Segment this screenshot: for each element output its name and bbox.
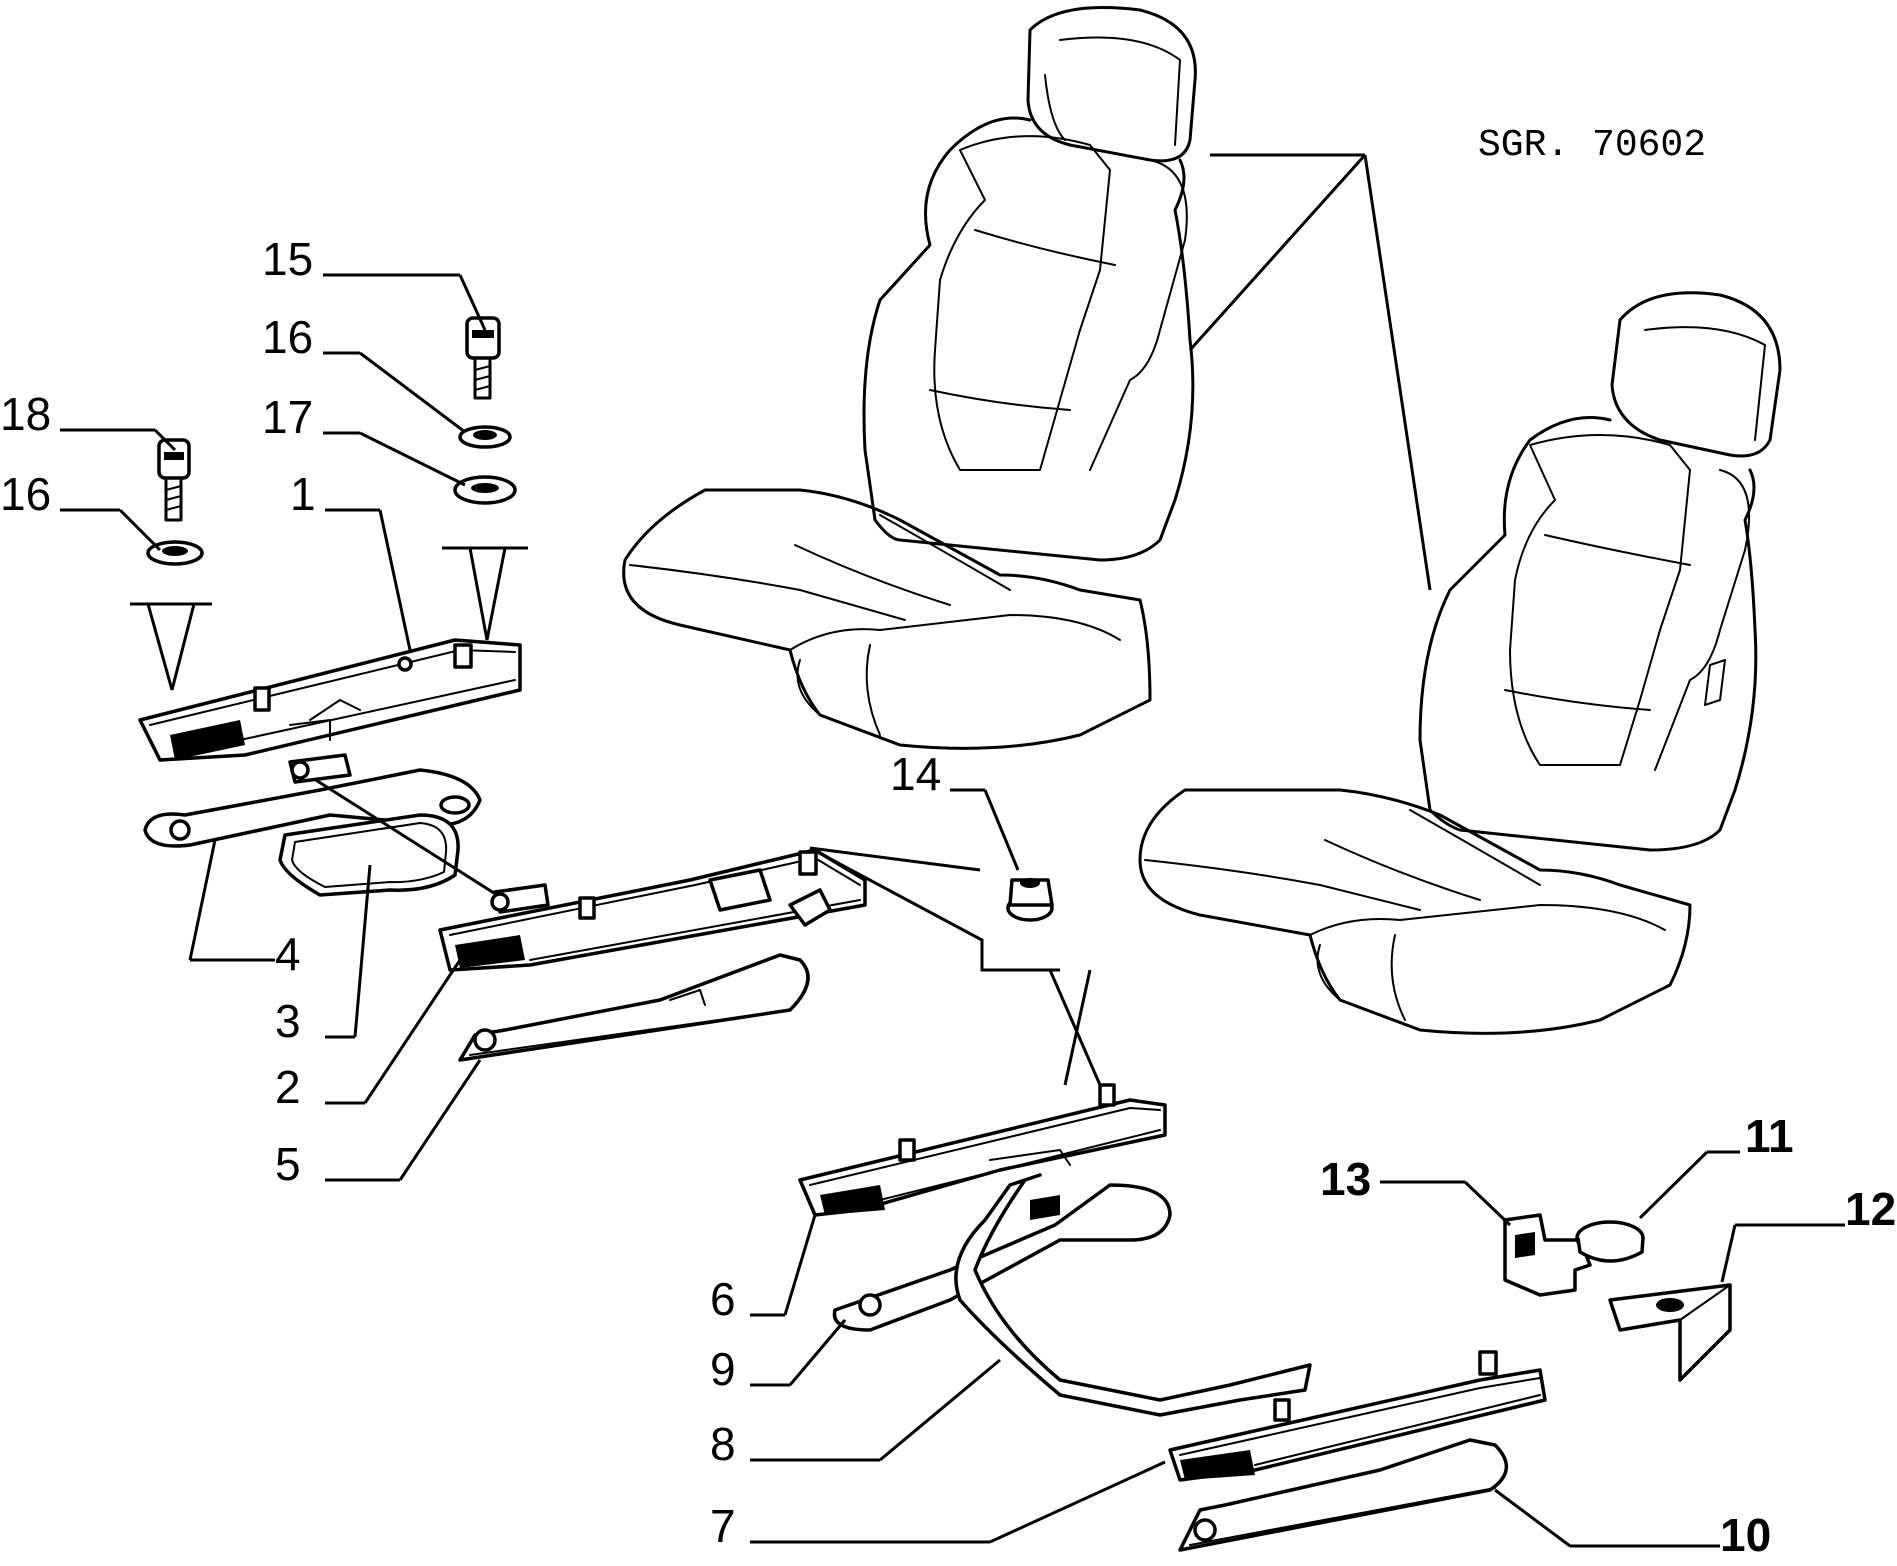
rear-seat-drawing <box>1138 291 1782 1035</box>
washer-17 <box>453 475 517 505</box>
callout-4: 4 <box>275 928 301 980</box>
leader-lines <box>60 273 1845 1548</box>
callout-7: 7 <box>710 1500 736 1552</box>
callout-13: 13 <box>1320 1153 1371 1205</box>
seat-rail-7 <box>1168 1350 1547 1482</box>
seat-rail-2 <box>438 848 867 972</box>
washer-16-left <box>146 540 204 566</box>
callout-5: 5 <box>275 1138 301 1190</box>
bracket-12 <box>1608 1283 1732 1382</box>
release-bar-8 <box>954 1173 1312 1417</box>
rail-cover-10 <box>1178 1438 1508 1552</box>
callout-14: 14 <box>890 748 941 800</box>
reference-leader <box>1188 153 1432 591</box>
release-lever-4 <box>143 768 482 848</box>
callout-8: 8 <box>710 1418 736 1470</box>
clip-13 <box>1503 1213 1592 1297</box>
seat-rail-1 <box>138 638 522 762</box>
cap-11 <box>1575 1220 1645 1263</box>
callout-3: 3 <box>275 995 301 1047</box>
bolt-18 <box>157 438 191 522</box>
callout-10: 10 <box>1720 1509 1771 1561</box>
callout-18: 18 <box>0 388 51 440</box>
callout-12: 12 <box>1845 1183 1896 1235</box>
bolt-15 <box>465 316 501 400</box>
callout-17: 17 <box>262 391 313 443</box>
release-lever-9 <box>832 1183 1172 1332</box>
callout-6: 6 <box>710 1273 736 1325</box>
washer-16-top <box>458 425 512 449</box>
callout-1: 1 <box>290 468 316 520</box>
release-bar-3 <box>278 753 550 914</box>
callout-15: 15 <box>262 233 313 285</box>
callout-16-left: 16 <box>0 468 51 520</box>
rail-cover-5 <box>458 953 810 1062</box>
callout-16-top: 16 <box>262 311 313 363</box>
callout-9: 9 <box>710 1343 736 1395</box>
front-seat-drawing <box>622 6 1197 750</box>
nut-14 <box>1006 878 1054 922</box>
callout-11: 11 <box>1745 1110 1794 1162</box>
seat-rail-6 <box>798 1083 1167 1217</box>
callout-2: 2 <box>275 1061 301 1113</box>
reference-label: SGR. 70602 <box>1478 124 1706 167</box>
